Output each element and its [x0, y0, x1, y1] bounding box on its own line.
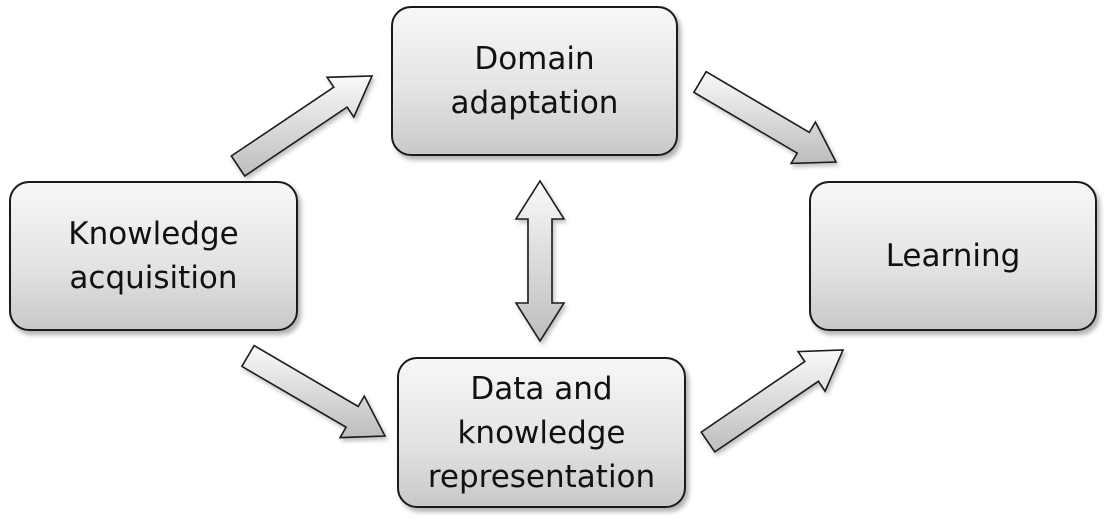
arrow-domain-data-bidirectional: [514, 179, 566, 343]
node-knowledge-acquisition-line-1: Knowledge: [68, 216, 239, 252]
node-knowledge-acquisition: Knowledge acquisition: [9, 181, 298, 331]
node-data-and-knowledge-representation: Data and knowledge representation: [397, 357, 686, 508]
arrows-layer: [230, 70, 845, 454]
node-data-representation-line-2: knowledge: [457, 414, 626, 451]
node-domain-adaptation-line-2: adaptation: [450, 85, 619, 121]
node-learning: Learning: [809, 181, 1097, 331]
arrow-knowledge-to-domain: [230, 75, 374, 178]
node-data-representation-line-1: Data and: [470, 370, 613, 407]
arrow-knowledge-to-data: [240, 344, 387, 439]
arrow-data-to-learning: [700, 349, 845, 454]
node-data-representation-line-3: representation: [427, 458, 656, 495]
arrow-domain-to-learning: [692, 70, 838, 165]
node-domain-adaptation: Domain adaptation: [391, 6, 678, 156]
node-learning-line-1: Learning: [885, 238, 1021, 274]
node-knowledge-acquisition-line-2: acquisition: [69, 260, 238, 296]
node-domain-adaptation-line-1: Domain: [474, 41, 595, 77]
